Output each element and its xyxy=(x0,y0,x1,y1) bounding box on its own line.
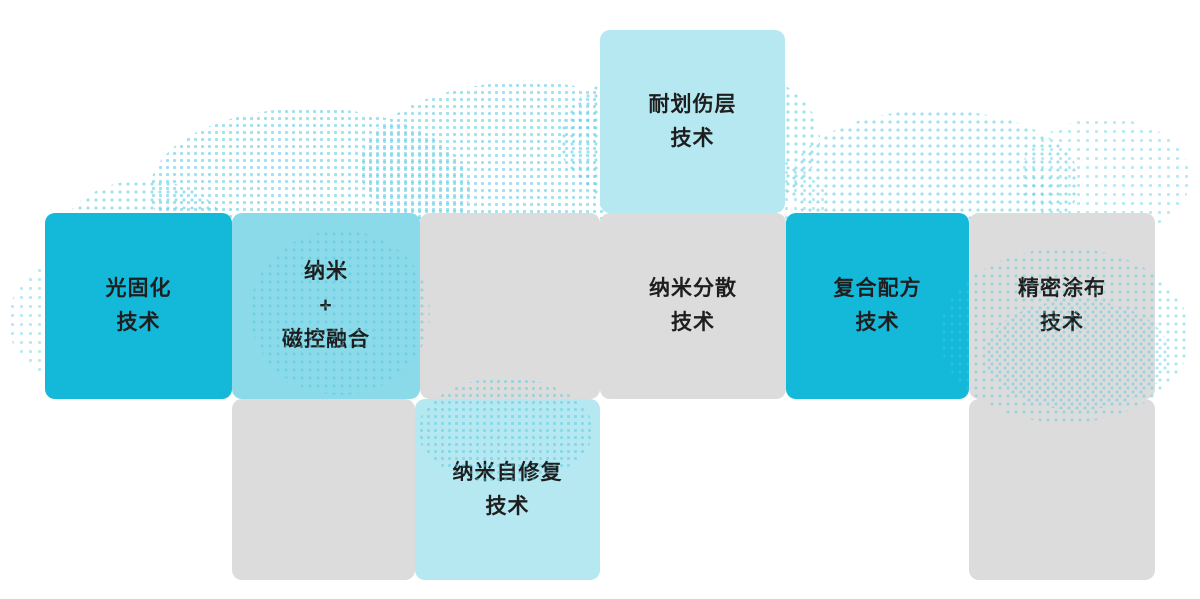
tile-composite-formula: 复合配方 技术 xyxy=(786,213,969,399)
tile-label: 耐划伤层 技术 xyxy=(648,92,737,150)
tile-label: 复合配方 技术 xyxy=(833,277,922,334)
tile-uv-curing: 光固化 技术 xyxy=(45,213,232,399)
tile-nano-dispersion: 纳米分散 技术 xyxy=(600,213,786,399)
tile-label: 纳米 + 磁控融合 xyxy=(282,260,370,351)
tile-label: 纳米自修复 技术 xyxy=(452,460,563,518)
tile-scratch-resistant-layer: 耐划伤层 技术 xyxy=(600,30,785,213)
tile-nano-self-healing: 纳米自修复 技术 xyxy=(415,399,600,580)
tile-nano-magnetic-fusion: 纳米 + 磁控融合 xyxy=(232,213,420,399)
tile-label: 精密涂布 技术 xyxy=(1018,277,1106,334)
tile-label: 光固化 技术 xyxy=(105,277,172,334)
tile-precision-coating: 精密涂布 技术 xyxy=(969,213,1155,399)
blank-tile xyxy=(232,399,415,580)
tile-label: 纳米分散 技术 xyxy=(649,277,737,334)
blank-tile xyxy=(969,399,1155,580)
blank-tile xyxy=(420,213,600,399)
